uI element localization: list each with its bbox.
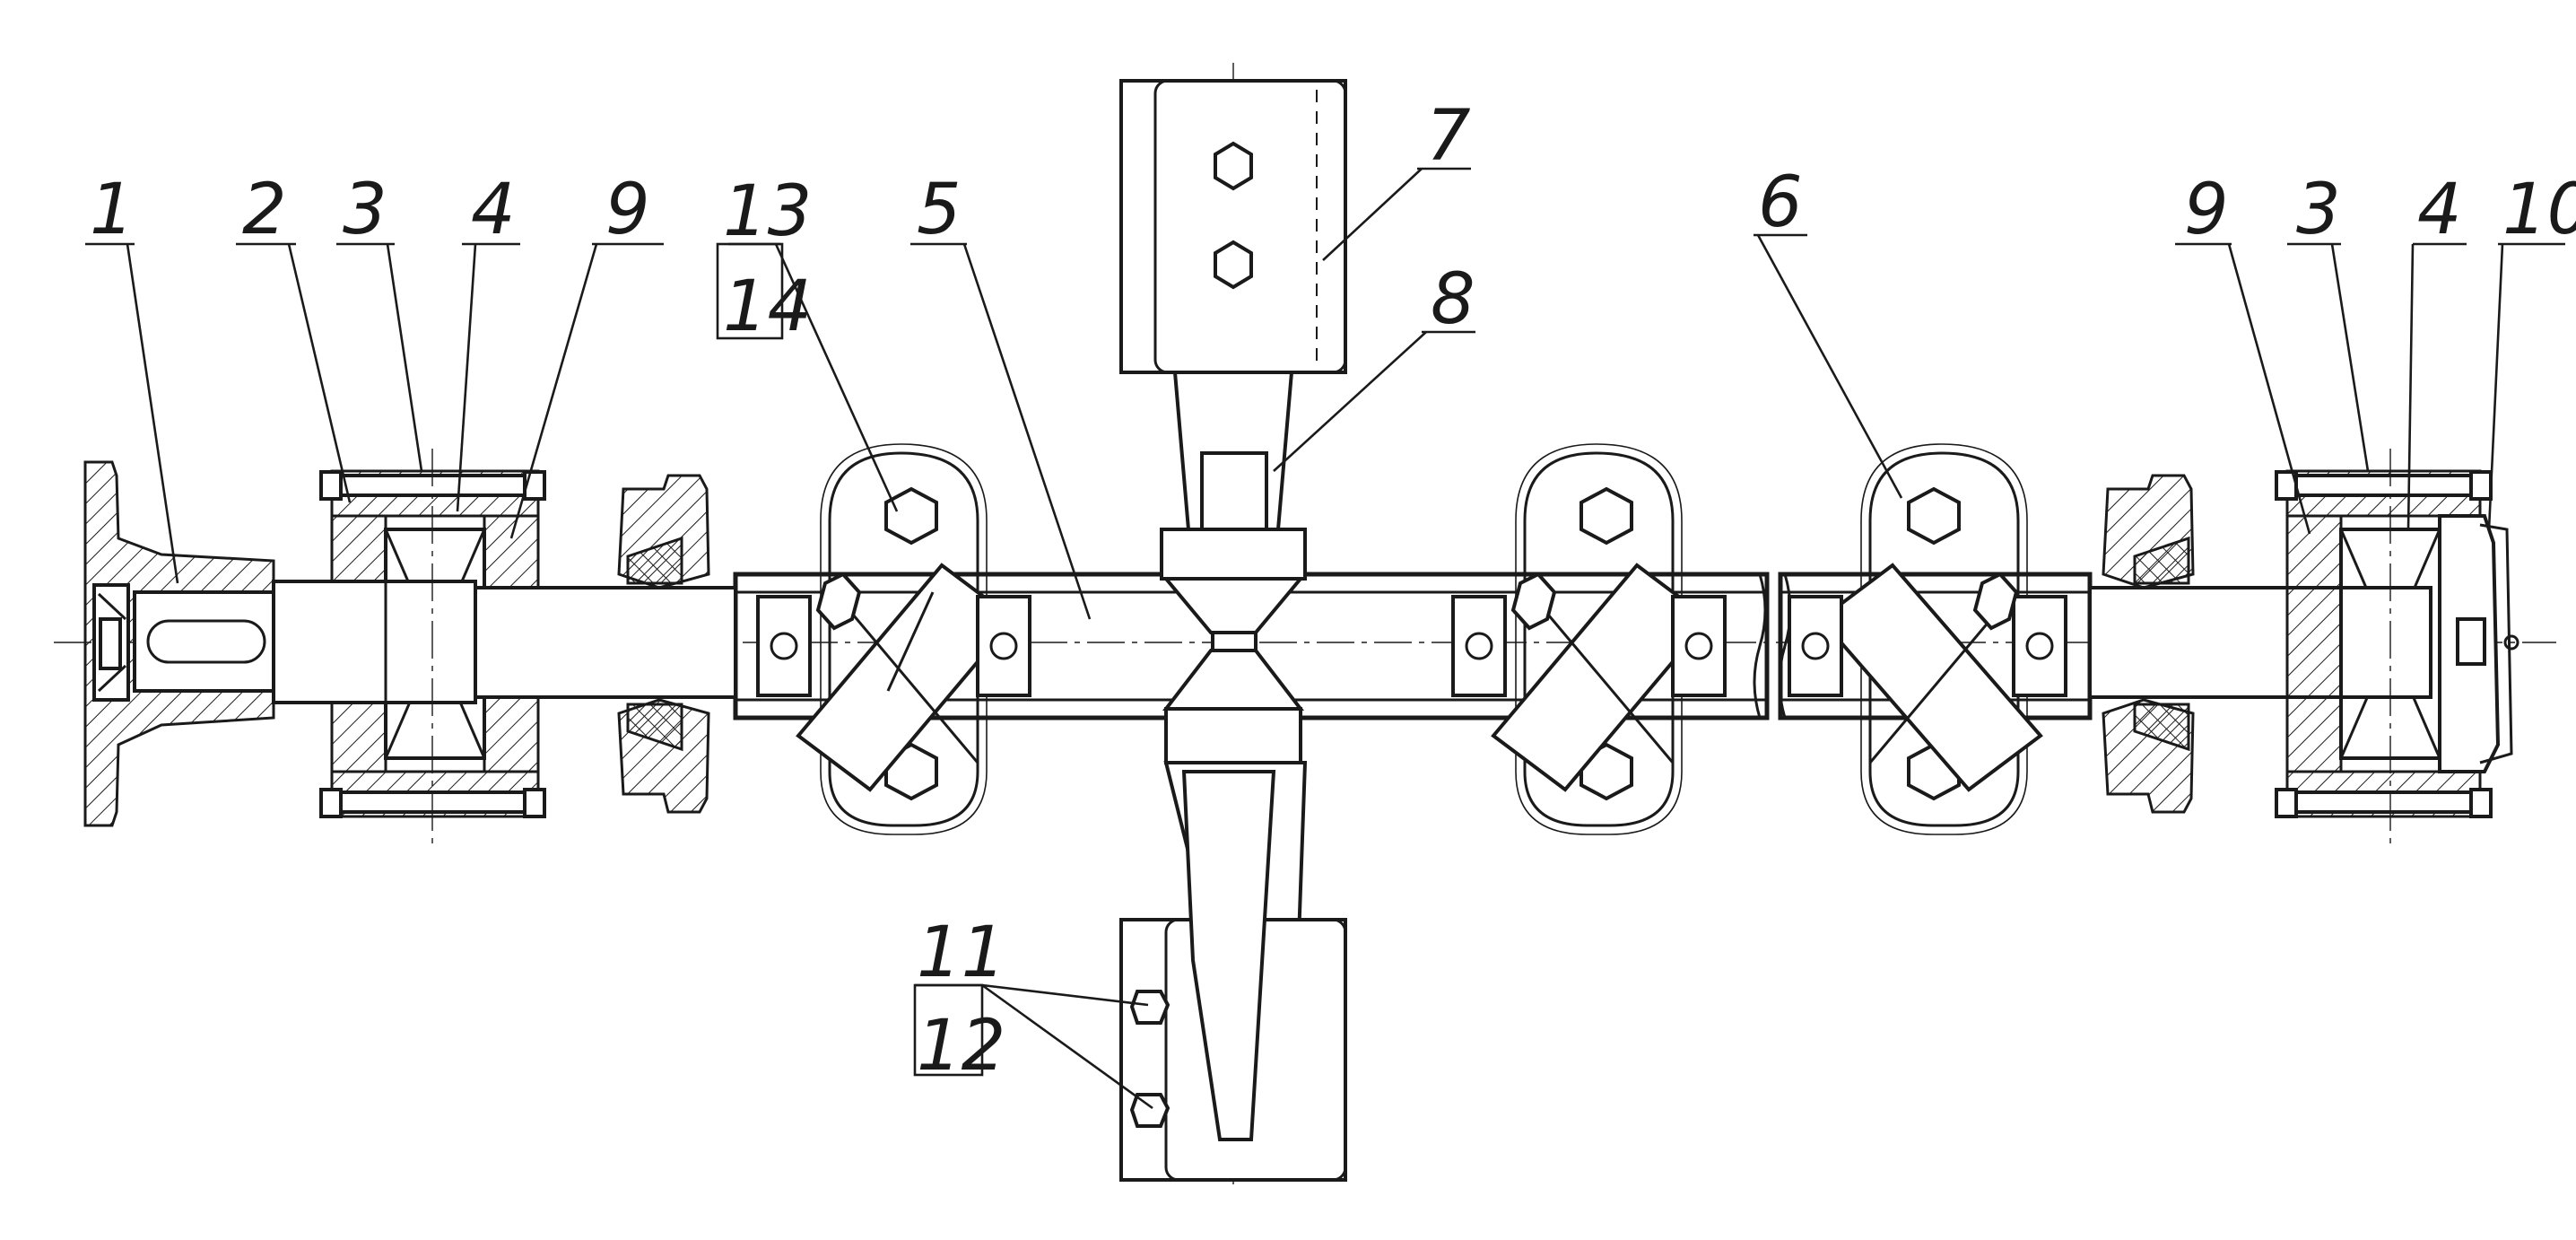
- callout-8: 8: [1431, 259, 1475, 340]
- left-connector-plate: [756, 443, 1031, 835]
- right-bearing-housing: [2275, 449, 2519, 848]
- left-bearing-housing: [272, 449, 737, 848]
- callout-9-right: 9: [2184, 170, 2229, 250]
- callout-2: 2: [242, 170, 287, 250]
- callout-1: 1: [90, 170, 135, 250]
- callout-7: 7: [1426, 96, 1471, 177]
- callout-3-left: 3: [343, 170, 387, 250]
- callout-9-left: 9: [605, 170, 650, 250]
- callout-12: 12: [917, 1006, 1005, 1087]
- vertical-blade-assembly: [1119, 79, 1347, 1182]
- leader-lines: [85, 167, 2565, 1110]
- middle-connector-plate: [1451, 443, 1727, 835]
- right-connector-plate: [1788, 443, 2067, 835]
- callout-10: 10: [2502, 170, 2576, 250]
- callout-14: 14: [723, 266, 812, 347]
- callout-3-right: 3: [2296, 170, 2341, 250]
- callout-4-left: 4: [471, 170, 516, 250]
- callout-11: 11: [917, 913, 1005, 993]
- callout-5: 5: [917, 170, 962, 250]
- callout-6: 6: [1758, 162, 1803, 243]
- left-pulley: [617, 474, 710, 814]
- callout-4-right: 4: [2417, 170, 2462, 250]
- left-flange-hub: [83, 460, 280, 827]
- callout-13: 13: [723, 171, 812, 252]
